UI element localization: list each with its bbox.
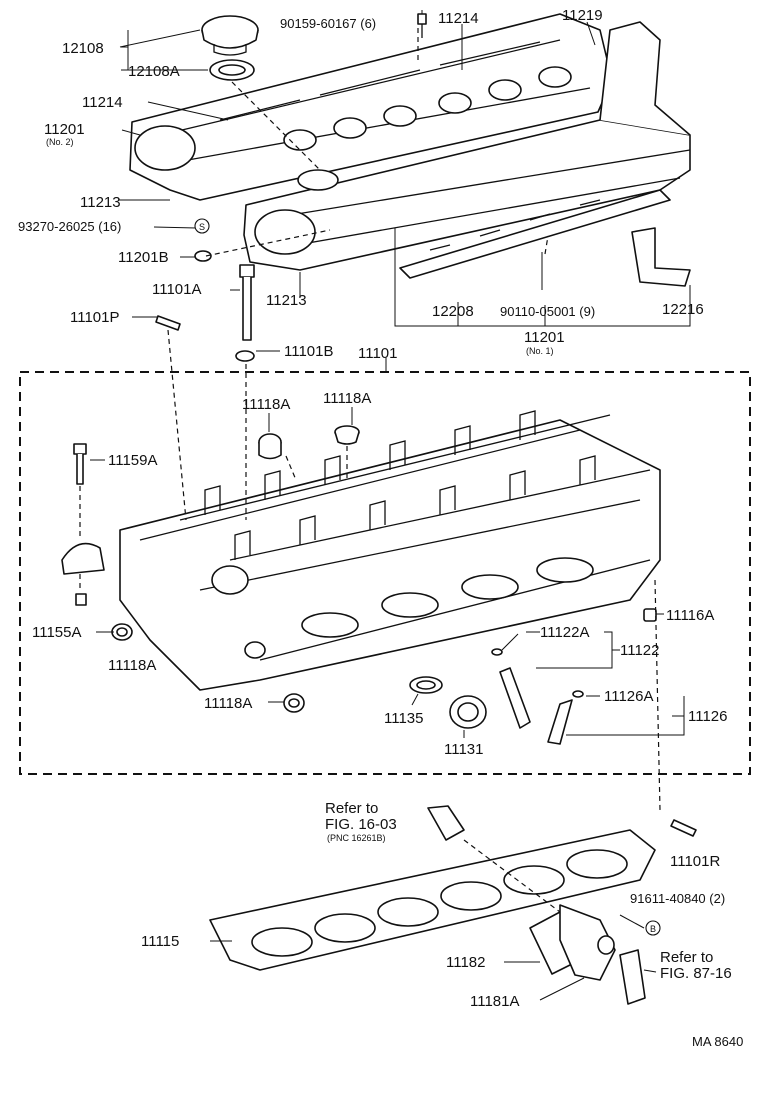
label-11118A-2: 11118A	[323, 390, 371, 407]
outlet-gasket-ref	[619, 949, 646, 1005]
label-11201-no1: 11201	[524, 329, 565, 346]
label-12108: 12108	[62, 40, 104, 57]
dashed-alignment-lines	[79, 28, 661, 913]
bolt-11159A	[73, 443, 87, 485]
label-11159A: 11159A	[108, 452, 158, 469]
ref-label-2-line1: Refer to	[660, 949, 713, 966]
ref-label-2-line2: FIG. 87-16	[660, 965, 732, 982]
leader-lines	[90, 10, 691, 1001]
bolt-90159	[417, 13, 427, 38]
label-11118A-4: 11118A	[204, 695, 252, 712]
cylinder-head-cover-no2	[129, 13, 613, 201]
plug-11118A-top-right	[334, 425, 360, 445]
valve-guide-clip	[491, 648, 503, 656]
oil-filler-cap-gasket	[209, 59, 255, 81]
label-11181A: 11181A	[470, 993, 520, 1010]
camshaft-bearing-cap	[61, 542, 105, 575]
label-11115: 11115	[141, 933, 179, 950]
label-12108A: 12108A	[128, 63, 180, 80]
label-11214-top: 11214	[438, 10, 479, 27]
label-11118A-3: 11118A	[108, 657, 156, 674]
label-11101: 11101	[358, 345, 398, 362]
seal-11131	[449, 695, 487, 729]
mark-b-circle	[645, 920, 661, 936]
label-12216: 12216	[662, 301, 704, 318]
label-11118A-1: 11118A	[242, 396, 290, 413]
mark-s: S	[199, 222, 205, 232]
label-11101P: 11101P	[70, 309, 120, 326]
label-11201B: 11201B	[118, 249, 169, 266]
head-bolt-11101A	[239, 264, 255, 341]
head-gasket-11115	[209, 829, 656, 971]
label-11213-left: 11213	[80, 194, 121, 211]
label-11213-bottom: 11213	[266, 292, 307, 309]
seal-11135	[409, 676, 443, 694]
label-11201-no1-sub: (No. 1)	[526, 346, 554, 356]
label-11201-no2-sub: (No. 2)	[46, 137, 74, 147]
plug-11118A-bottom	[283, 693, 305, 713]
label-11126: 11126	[688, 708, 728, 725]
label-11122: 11122	[620, 642, 660, 659]
label-11214-left: 11214	[82, 94, 123, 111]
valve-guide-11122	[499, 667, 531, 729]
label-11155A: 11155A	[32, 624, 82, 641]
mark-s-circle	[194, 218, 210, 234]
ref-label-1-line3: (PNC 16261B)	[327, 833, 386, 843]
plug-11118A-top-left	[258, 433, 282, 460]
pin-11116A	[643, 608, 657, 622]
cover-gasket-12208	[399, 189, 671, 279]
label-90110: 90110-05001 (9)	[500, 304, 595, 319]
diagram-code: MA 8640	[692, 1034, 743, 1049]
label-93270: 93270-26025 (16)	[18, 219, 121, 234]
cover-washer	[194, 250, 212, 262]
label-11126A: 11126A	[604, 688, 654, 705]
label-11101A: 11101A	[152, 281, 202, 298]
oil-filler-cap	[201, 15, 259, 56]
label-11131: 11131	[444, 741, 484, 758]
stud-11101P	[155, 315, 181, 331]
label-11201-no2: 11201	[44, 121, 85, 138]
label-11101R: 11101R	[670, 853, 720, 870]
stud-11101R	[670, 819, 697, 837]
label-11135: 11135	[384, 710, 424, 727]
label-11182: 11182	[446, 954, 486, 971]
valve-guide-11126	[547, 690, 584, 745]
mark-b: B	[650, 924, 656, 934]
label-90159: 90159-60167 (6)	[280, 16, 376, 31]
fuel-injector-ref	[427, 805, 465, 841]
label-11122A: 11122A	[540, 624, 590, 641]
label-12208: 12208	[432, 303, 474, 320]
cylinder-head-group-frame	[19, 371, 751, 775]
plug-11118A-side	[111, 623, 133, 641]
pin-11155A	[75, 593, 87, 606]
label-11116A: 11116A	[666, 607, 714, 624]
label-11219: 11219	[562, 7, 603, 24]
label-11101B: 11101B	[284, 343, 334, 360]
water-outlet-11181A	[559, 904, 616, 981]
label-91611: 91611-40840 (2)	[630, 891, 725, 906]
ref-label-1-line1: Refer to	[325, 800, 378, 817]
bracket-12216	[631, 227, 691, 287]
cylinder-head	[119, 410, 661, 691]
head-bolt-washer	[235, 350, 255, 362]
part-labels: 12108 12108A 90159-60167 (6) 11214 11219…	[18, 7, 743, 1049]
ref-label-1-line2: FIG. 16-03	[325, 816, 397, 833]
